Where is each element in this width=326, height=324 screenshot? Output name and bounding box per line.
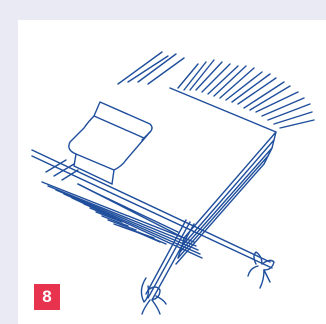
stack-hatching-icon bbox=[118, 52, 314, 128]
step-number-badge: 8 bbox=[34, 284, 60, 310]
tied-knot-right-icon bbox=[248, 252, 274, 288]
wrapping-diagram bbox=[18, 20, 326, 324]
flap-tab-icon bbox=[69, 102, 152, 184]
instruction-panel: 8 bbox=[18, 20, 326, 324]
